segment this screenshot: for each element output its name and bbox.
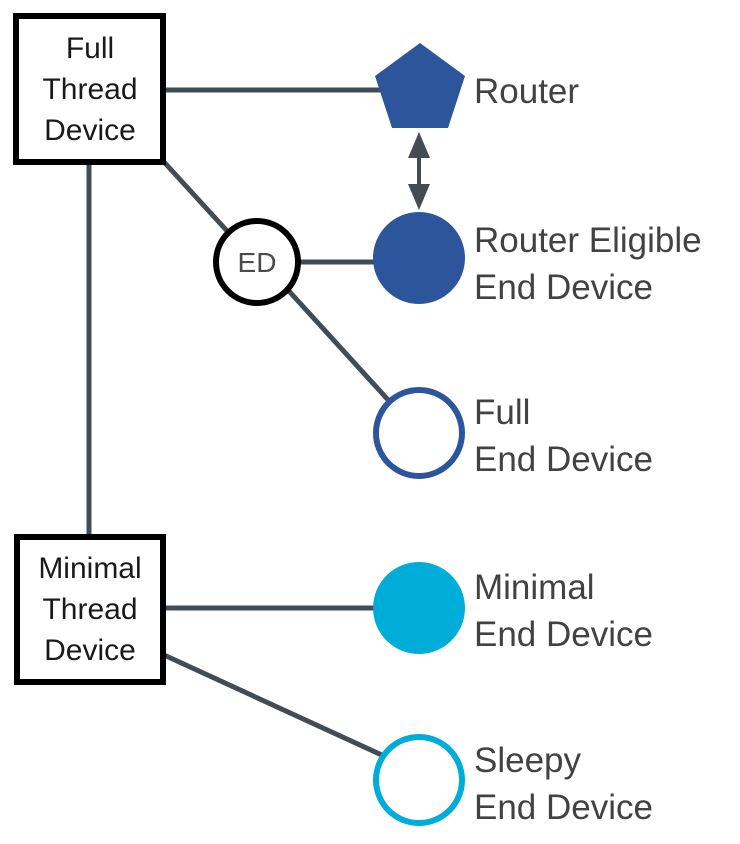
minimal-thread-device-line-3: Device bbox=[44, 634, 136, 667]
full-thread-device-rect bbox=[13, 13, 166, 165]
arrow-head-down-icon bbox=[408, 184, 430, 210]
connector-ed-to-fed bbox=[286, 288, 392, 404]
full-thread-device-line-1: Full bbox=[66, 32, 114, 65]
legend-sed-line-1: Sleepy bbox=[474, 741, 582, 780]
full-thread-device-line-2: Thread bbox=[42, 73, 137, 106]
router-reed-bidirectional-arrow bbox=[408, 132, 430, 210]
router-eligible-end-device-circle-icon bbox=[373, 212, 465, 304]
legend-reed-line-1: Router Eligible bbox=[474, 221, 702, 260]
legend-reed-line-2: End Device bbox=[474, 268, 653, 307]
legend-sleepy-end-device[interactable]: Sleepy End Device bbox=[373, 734, 653, 827]
minimal-thread-device-line-2: Thread bbox=[42, 593, 137, 626]
full-thread-device-line-3: Device bbox=[44, 114, 136, 147]
connector-mtd-to-sed bbox=[162, 652, 388, 760]
ed-node[interactable]: ED bbox=[213, 218, 301, 306]
legend-minimal-end-device[interactable]: Minimal End Device bbox=[373, 562, 653, 654]
legend-full-end-device[interactable]: Full End Device bbox=[373, 387, 653, 479]
arrow-head-up-icon bbox=[408, 132, 430, 158]
ed-node-label: ED bbox=[238, 247, 277, 278]
connector-ftd-to-ed bbox=[162, 160, 230, 234]
minimal-thread-device-line-1: Minimal bbox=[38, 552, 141, 585]
minimal-thread-device-rect bbox=[14, 534, 166, 685]
legend-fed-line-1: Full bbox=[474, 393, 530, 432]
full-end-device-circle-icon bbox=[373, 387, 465, 479]
legend-router-line-1: Router bbox=[474, 72, 579, 111]
ed-node-circle bbox=[213, 218, 301, 306]
legend-router-eligible-end-device[interactable]: Router Eligible End Device bbox=[373, 212, 702, 307]
sleepy-end-device-circle-icon bbox=[373, 734, 465, 826]
legend-med-line-1: Minimal bbox=[474, 568, 595, 607]
full-thread-device-box[interactable]: Full Thread Device bbox=[13, 13, 166, 165]
legend-med-line-2: End Device bbox=[474, 615, 653, 654]
legend-sed-line-2: End Device bbox=[474, 788, 653, 827]
legend-fed-line-2: End Device bbox=[474, 440, 653, 479]
legend-router[interactable]: Router bbox=[375, 43, 579, 128]
minimal-thread-device-box[interactable]: Minimal Thread Device bbox=[14, 534, 166, 685]
router-pentagon-icon bbox=[375, 43, 465, 128]
connector-lines bbox=[86, 87, 392, 760]
minimal-end-device-circle-icon bbox=[373, 562, 465, 654]
